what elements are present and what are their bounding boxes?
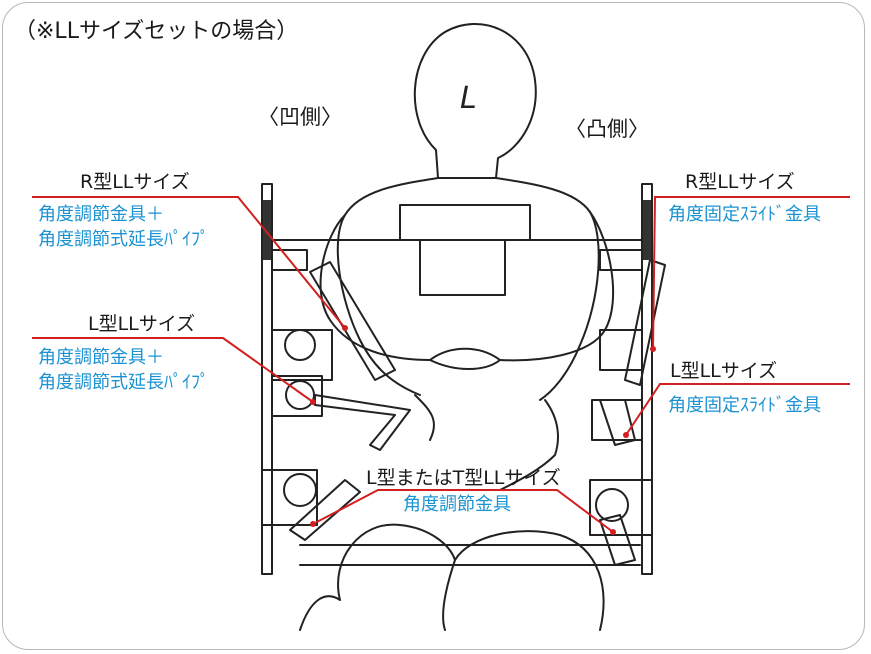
bottom-center-name: L型またはT型LLサイズ [366, 467, 561, 489]
waist-outline [414, 394, 559, 491]
right-top-pad [624, 259, 666, 386]
left-top-pad [309, 261, 396, 381]
hands-outline [429, 347, 501, 370]
head-outline [413, 23, 537, 179]
right-mid-desc-1: 角度固定ｽﾗｲﾄﾞ金具 [668, 395, 821, 416]
left-mid-pad [314, 394, 411, 451]
backrest-outline [399, 204, 531, 296]
right-bottom-pad [599, 514, 636, 566]
right-mid-name: L型LLサイズ [670, 360, 778, 382]
legs-outline [299, 523, 605, 631]
leader-right-mid [625, 383, 850, 436]
leader-left-mid [32, 337, 314, 403]
bottom-center-desc-1: 角度調節金具 [403, 494, 511, 515]
right-side-label: 〈凸側〉 [565, 117, 649, 141]
figure-letter: L [460, 81, 477, 116]
leader-left-top [32, 196, 346, 329]
left-mid-desc-2: 角度調節式延長ﾊﾟｲﾌﾟ [38, 372, 209, 393]
left-bottom-pad [289, 479, 361, 541]
left-mid-name: L型LLサイズ [88, 313, 196, 335]
torso-outline [336, 177, 600, 401]
left-top-desc-1: 角度調節金具＋ [38, 204, 164, 225]
left-side-label: 〈凹側〉 [258, 105, 342, 129]
right-top-desc-1: 角度固定ｽﾗｲﾄﾞ金具 [668, 204, 821, 225]
right-mid-pad [599, 399, 636, 446]
left-top-desc-2: 角度調節式延長ﾊﾟｲﾌﾟ [38, 229, 209, 250]
leader-right-top [652, 196, 850, 350]
right-top-name: R型LLサイズ [685, 171, 795, 193]
diagram-title: （※LLサイズセットの場合） [14, 19, 299, 44]
left-top-name: R型LLサイズ [80, 171, 190, 193]
leader-bottom-center [312, 489, 614, 533]
left-mid-desc-1: 角度調節金具＋ [38, 347, 164, 368]
